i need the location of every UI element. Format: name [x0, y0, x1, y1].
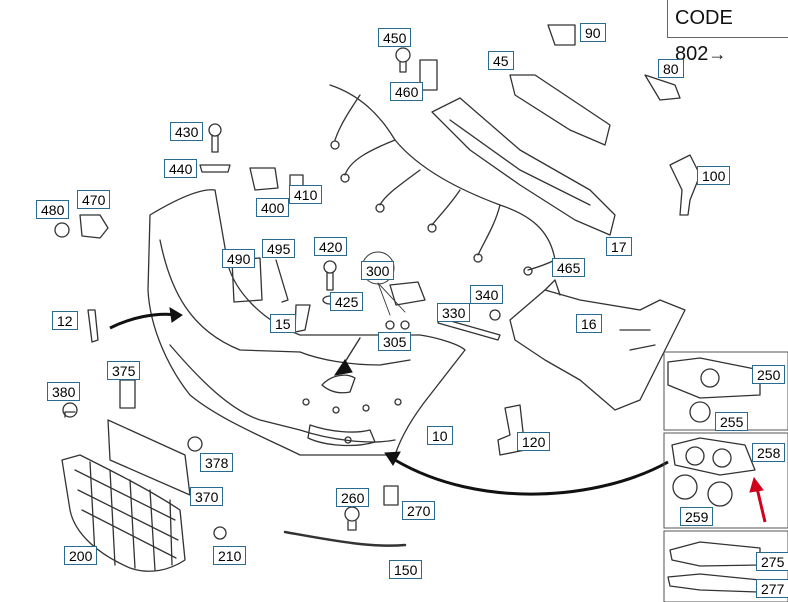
part-label-270[interactable]: 270	[402, 501, 436, 520]
part-label-200[interactable]: 200	[64, 546, 98, 565]
part-label-120[interactable]: 120	[517, 432, 551, 451]
part-label-12[interactable]: 12	[52, 311, 78, 330]
part-label-400[interactable]: 400	[256, 198, 290, 217]
part-label-465[interactable]: 465	[552, 258, 586, 277]
wiring-harness	[329, 84, 556, 261]
part-label-410[interactable]: 410	[289, 185, 323, 204]
highlight-arrow	[749, 476, 767, 523]
part-label-380[interactable]: 380	[47, 382, 81, 401]
variant-code-label: CODE 802→	[667, 0, 788, 65]
part-label-80[interactable]: 80	[658, 59, 684, 78]
part-label-277[interactable]: 277	[756, 579, 788, 598]
part-label-258[interactable]: 258	[752, 443, 786, 462]
part-label-330[interactable]: 330	[437, 303, 471, 322]
part-label-259[interactable]: 259	[680, 507, 714, 526]
impact-absorber	[509, 289, 686, 411]
part-label-255[interactable]: 255	[715, 412, 749, 431]
part-label-45[interactable]: 45	[488, 51, 514, 70]
part-label-450[interactable]: 450	[378, 28, 412, 47]
part-label-460[interactable]: 460	[390, 82, 424, 101]
part-label-100[interactable]: 100	[697, 166, 731, 185]
reinforcement-bar	[431, 97, 616, 236]
upper-cover	[509, 74, 611, 146]
part-label-490[interactable]: 490	[222, 249, 256, 268]
part-label-10[interactable]: 10	[427, 426, 453, 445]
part-label-480[interactable]: 480	[36, 200, 70, 219]
part-label-340[interactable]: 340	[470, 285, 504, 304]
part-label-17[interactable]: 17	[606, 237, 632, 256]
part-label-425[interactable]: 425	[330, 292, 364, 311]
part-label-210[interactable]: 210	[213, 546, 247, 565]
part-label-150[interactable]: 150	[389, 560, 423, 579]
part-label-430[interactable]: 430	[170, 122, 204, 141]
trim-strip	[283, 530, 407, 547]
part-label-260[interactable]: 260	[336, 488, 370, 507]
part-label-370[interactable]: 370	[190, 487, 224, 506]
part-label-300[interactable]: 300	[361, 261, 395, 280]
part-label-250[interactable]: 250	[752, 365, 786, 384]
part-label-15[interactable]: 15	[270, 314, 296, 333]
part-label-90[interactable]: 90	[580, 23, 606, 42]
part-label-305[interactable]: 305	[378, 332, 412, 351]
part-label-440[interactable]: 440	[164, 159, 198, 178]
part-label-275[interactable]: 275	[756, 552, 788, 571]
part-label-378[interactable]: 378	[200, 453, 234, 472]
part-label-420[interactable]: 420	[314, 237, 348, 256]
part-label-375[interactable]: 375	[107, 361, 141, 380]
part-label-495[interactable]: 495	[262, 239, 296, 258]
part-label-16[interactable]: 16	[576, 314, 602, 333]
arrow-right-icon: →	[708, 44, 727, 64]
license-plate-holder	[107, 419, 191, 496]
part-label-470[interactable]: 470	[77, 190, 111, 209]
grille	[61, 454, 186, 572]
